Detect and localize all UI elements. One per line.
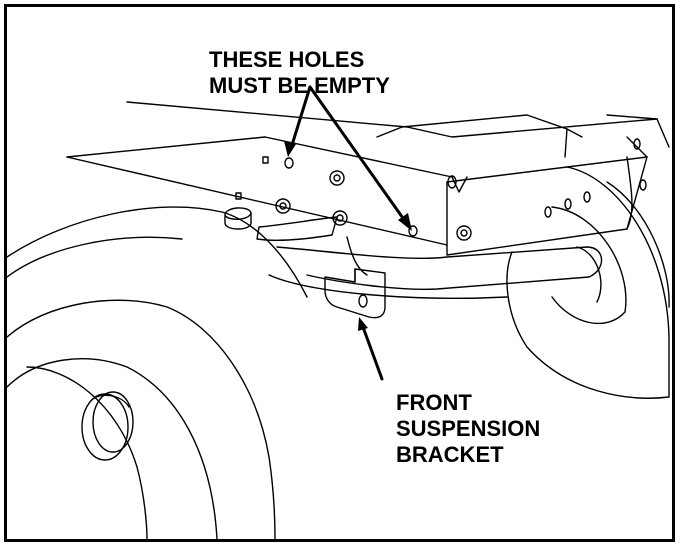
steering-arm [224, 207, 338, 241]
frame-holes [235, 138, 647, 237]
left-wheel [7, 206, 308, 539]
bracket-callout-line-1: FRONT [396, 390, 472, 415]
frame-bolts [275, 170, 472, 241]
leader-lines [290, 85, 407, 381]
chassis-frame [66, 101, 670, 256]
holes-callout-line-1: THESE HOLES [209, 47, 365, 72]
front-axle [268, 236, 603, 299]
holes-callout-label: THESE HOLES MUST BE EMPTY [209, 47, 390, 99]
bracket-callout-label: FRONT SUSPENSION BRACKET [396, 390, 540, 468]
bracket-callout-line-3: BRACKET [396, 442, 504, 467]
suspension-bracket [324, 268, 386, 319]
diagram-frame: THESE HOLES MUST BE EMPTY FRONT SUSPENSI… [4, 4, 675, 542]
right-wheel [506, 166, 670, 399]
holes-callout-line-2: MUST BE EMPTY [209, 73, 390, 98]
arrowheads [284, 141, 412, 331]
tractor-front-illustration [7, 85, 670, 539]
bracket-callout-line-2: SUSPENSION [396, 416, 541, 441]
